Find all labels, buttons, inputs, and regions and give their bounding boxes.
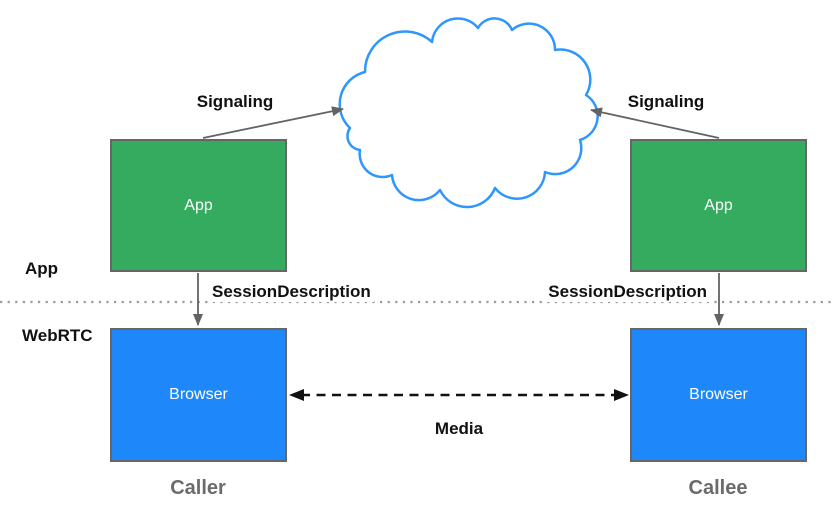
signaling-arrow-left bbox=[202, 106, 344, 139]
callee-app-node: App bbox=[630, 139, 807, 272]
session-description-label-right: SessionDescription bbox=[545, 282, 710, 302]
caller-app-node: App bbox=[110, 139, 287, 272]
callee-browser-node-label: Browser bbox=[689, 386, 748, 403]
layer-label-app: App bbox=[25, 259, 59, 278]
callee-browser-node: Browser bbox=[630, 328, 807, 462]
caller-app-node-label: App bbox=[184, 196, 213, 214]
media-label: Media bbox=[434, 419, 484, 438]
media-arrow bbox=[289, 389, 629, 401]
callee-role-label: Callee bbox=[688, 477, 748, 499]
callee-app-node-label: App bbox=[704, 196, 733, 214]
signaling-cloud-shape bbox=[338, 17, 599, 209]
caller-browser-node: Browser bbox=[110, 328, 287, 462]
layer-label-webrtc: WebRTC bbox=[22, 326, 93, 345]
signaling-arrow-right bbox=[590, 107, 720, 139]
session-description-label-left: SessionDescription bbox=[209, 282, 374, 302]
signaling-label-left: Signaling bbox=[196, 92, 274, 111]
caller-browser-node-label: Browser bbox=[169, 386, 228, 403]
signaling-label-right: Signaling bbox=[627, 92, 705, 111]
caller-role-label: Caller bbox=[170, 477, 226, 499]
